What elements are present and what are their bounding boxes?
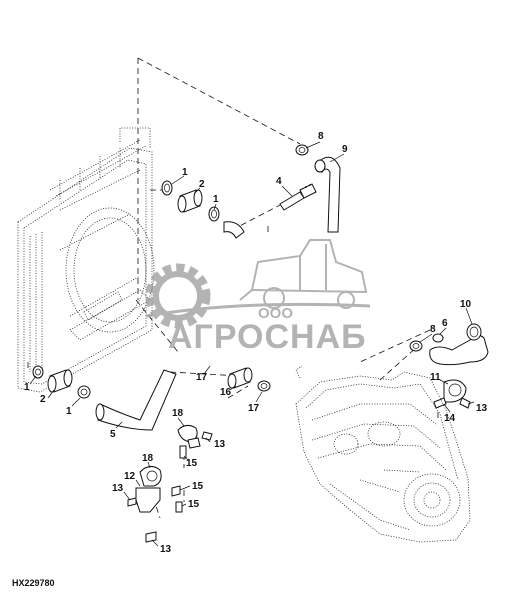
callout-9: 9 <box>342 144 348 155</box>
callout-1-upper-left: 1 <box>182 167 188 178</box>
gear-logo-icon <box>145 263 211 329</box>
callout-11: 11 <box>430 372 441 383</box>
callout-15-upper-right: 15 <box>192 481 204 492</box>
callout-13-middle: 13 <box>214 439 226 450</box>
callout-2-upper: 2 <box>199 179 205 190</box>
callout-17-left: 17 <box>196 372 208 383</box>
callout-1-lower-left: 1 <box>24 382 30 393</box>
callout-2-lower: 2 <box>40 394 46 405</box>
engine-assembly <box>295 365 471 543</box>
assembly-leader-lines <box>27 57 439 519</box>
harvester-logo-icon <box>239 239 368 309</box>
callout-15-lower-right: 15 <box>188 499 200 510</box>
watermark-company-prefix: ООО <box>258 305 293 322</box>
callout-8-right: 8 <box>430 324 436 335</box>
callout-14: 14 <box>444 413 456 424</box>
figure-id: HX229780 <box>12 578 55 588</box>
watermark-swoosh <box>145 302 371 318</box>
callout-13-bottom: 13 <box>160 544 172 555</box>
callout-18-upper: 18 <box>172 408 184 419</box>
callout-5: 5 <box>110 429 116 440</box>
callout-17-right: 17 <box>248 403 260 414</box>
hose-clamp-upper <box>177 424 213 459</box>
watermark: ООО АГРОСНАБ <box>145 239 371 356</box>
callout-4: 4 <box>276 176 282 187</box>
lower-hose-group <box>32 365 177 431</box>
hose-bracket-right <box>433 379 471 409</box>
callout-1-upper-right: 1 <box>213 194 219 205</box>
callout-12: 12 <box>124 471 136 482</box>
callout-10: 10 <box>460 299 472 310</box>
callout-15-middle: 15 <box>186 458 198 469</box>
callout-13-lower-left: 13 <box>112 483 124 494</box>
callout-16: 16 <box>220 387 232 398</box>
callout-labels: 1 2 1 4 8 9 10 8 6 1 2 1 5 17 16 17 11 1… <box>24 131 488 555</box>
callout-13-right: 13 <box>476 403 488 414</box>
callout-leaders <box>29 141 475 547</box>
callout-8-upper: 8 <box>318 131 324 142</box>
hose-bracket-lower <box>127 466 183 543</box>
callout-18-lower: 18 <box>142 453 154 464</box>
bypass-hose-group <box>227 367 271 392</box>
radiator-assembly <box>17 127 155 393</box>
engine-hose <box>409 323 489 366</box>
upper-radiator-hose <box>295 144 341 233</box>
temperature-sensor <box>279 183 317 211</box>
watermark-company-name: АГРОСНАБ <box>168 318 367 356</box>
callout-6: 6 <box>442 318 448 329</box>
callout-1-lower-right: 1 <box>66 406 72 417</box>
